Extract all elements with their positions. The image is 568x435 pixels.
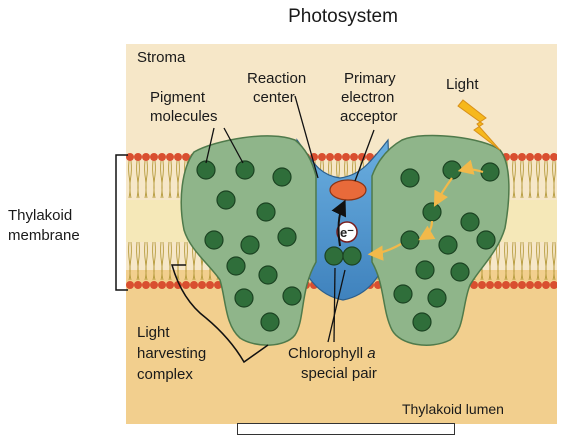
energy-transfer-arrow	[367, 243, 402, 261]
special-pair-molecule	[342, 246, 362, 266]
pigment-molecule	[415, 260, 435, 280]
energy-transfer-arrow	[433, 177, 453, 207]
acceptor-pointer-line	[354, 129, 375, 182]
pigment-molecule	[277, 227, 297, 247]
pigment-molecule	[442, 160, 462, 180]
pigment-molecule	[196, 160, 216, 180]
chlorophyll-word: Chlorophyll	[288, 345, 367, 362]
caption-box	[237, 423, 455, 435]
pigment-molecule	[450, 262, 470, 282]
pigment-molecule	[216, 190, 236, 210]
pigment-molecule	[438, 235, 458, 255]
label-light: Light	[446, 76, 479, 93]
pigment-molecule	[427, 288, 447, 308]
energy-transfer-arrow	[457, 159, 484, 175]
label-thylakoid-line2: membrane	[8, 227, 80, 244]
pigment-group-right	[393, 160, 500, 332]
label-chlorophyll-line2: special pair	[301, 365, 377, 382]
label-lhc-line3: complex	[137, 366, 193, 383]
pigment-molecule	[260, 312, 280, 332]
label-lhc-line2: harvesting	[137, 345, 206, 362]
energy-transfer-arrow	[418, 220, 436, 241]
primary-electron-acceptor	[329, 179, 367, 201]
label-reaction-center-line2: center	[253, 89, 295, 106]
pigment-molecule	[412, 312, 432, 332]
label-pigment-line1: Pigment	[150, 89, 206, 106]
label-primary-line3: acceptor	[340, 108, 398, 125]
pigment-pointer-line	[223, 127, 244, 164]
electron-circle	[336, 221, 358, 243]
label-primary-line1: Primary	[344, 70, 396, 87]
pigment-molecule	[240, 235, 260, 255]
special-pair-pointer-line	[333, 267, 336, 343]
label-stroma: Stroma	[137, 49, 186, 66]
reaction-center-pointer-line	[294, 95, 319, 179]
label-thylakoid-line1: Thylakoid	[8, 207, 72, 224]
pigment-molecule	[400, 168, 420, 188]
pigment-molecule	[226, 256, 246, 276]
pigment-molecule	[476, 230, 496, 250]
label-reaction-center-line1: Reaction	[247, 70, 306, 87]
light-harvesting-bracket	[171, 264, 269, 364]
special-pair-pointer-line	[327, 269, 346, 343]
special-pair-molecule	[324, 246, 344, 266]
pigment-molecule	[400, 230, 420, 250]
label-thylakoid-lumen: Thylakoid lumen	[402, 401, 504, 417]
pigment-molecule	[256, 202, 276, 222]
pigment-molecule	[204, 230, 224, 250]
energy-transfer-path	[367, 159, 484, 261]
chlorophyll-a: a	[367, 345, 375, 362]
label-primary-line2: electron	[341, 89, 394, 106]
pigment-molecule	[234, 288, 254, 308]
electron-transfer-arrow	[331, 199, 347, 247]
pigment-molecule	[272, 167, 292, 187]
electron-symbol: e⁻	[340, 225, 354, 240]
pigment-molecule	[393, 284, 413, 304]
thylakoid-membrane-bracket	[115, 154, 128, 291]
label-lhc-line1: Light	[137, 324, 170, 341]
electron: e⁻	[336, 221, 358, 243]
diagram-title: Photosystem	[288, 6, 398, 27]
pigment-pointer-line	[205, 127, 215, 164]
pigment-molecule	[282, 286, 302, 306]
pigment-molecule	[422, 202, 442, 222]
pigment-molecule	[235, 160, 255, 180]
pointer-lines	[205, 95, 375, 343]
pigment-molecule	[258, 265, 278, 285]
pigment-molecule	[460, 212, 480, 232]
pigment-group-left	[196, 160, 302, 332]
chlorophyll-special-pair	[324, 246, 362, 266]
label-chlorophyll-line1: Chlorophyll a	[288, 345, 376, 362]
light-bolt-icon	[457, 99, 501, 151]
label-pigment-line2: molecules	[150, 108, 218, 125]
pigment-molecule	[480, 162, 500, 182]
